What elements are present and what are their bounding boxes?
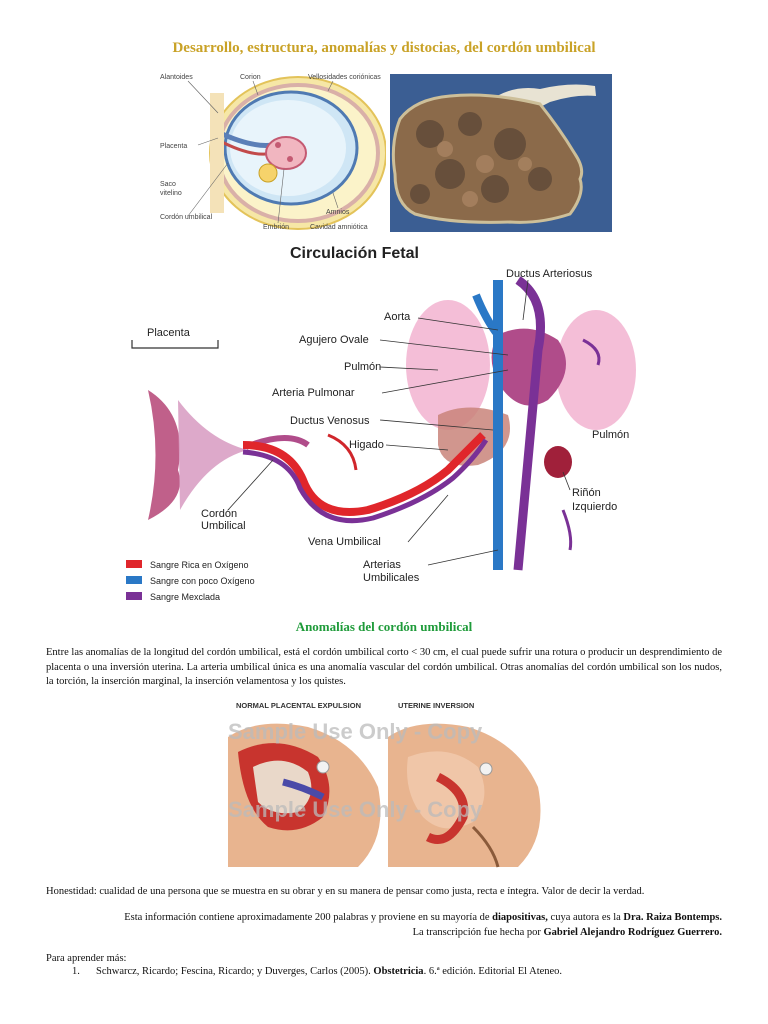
label-cordon-2: Umbilical — [201, 520, 246, 532]
label-embrion: Embrión — [263, 224, 289, 231]
info-line-2: La transcripción fue hecha por Gabriel A… — [46, 927, 722, 938]
label-cordon-umbilical-small: Cordón umbilical — [160, 214, 213, 221]
legend-label-poor: Sangre con poco Oxígeno — [150, 576, 255, 586]
label-saco: Saco — [160, 181, 176, 188]
legend-label-rich: Sangre Rica en Oxígeno — [150, 560, 249, 570]
label-aorta: Aorta — [384, 311, 411, 323]
honesty-definition: Honestidad: cualidad de una persona que … — [46, 886, 645, 897]
anomalies-paragraph: Entre las anomalías de la longitud del c… — [46, 647, 722, 687]
page-title: Desarrollo, estructura, anomalías y dist… — [172, 40, 596, 56]
info-line-1: Esta información contiene aproximadament… — [46, 912, 722, 923]
info2-text: La transcripción fue hecha por — [412, 927, 544, 938]
label-placenta: Placenta — [147, 327, 191, 339]
embryo-diagram: Alantoides Corion Vellosidades coriónica… — [158, 73, 387, 235]
label-higado: Higado — [349, 439, 384, 451]
inversion-right-title: UTERINE INVERSION — [398, 701, 474, 710]
uterine-inversion-figure: NORMAL PLACENTAL EXPULSION UTERINE INVER… — [228, 697, 548, 875]
label-arteria-pulmonar: Arteria Pulmonar — [272, 387, 355, 399]
watermark-1: Sample Use Only - Copy — [228, 719, 483, 744]
label-vena-umbilical: Vena Umbilical — [308, 536, 381, 548]
reference-title: Obstetricia — [373, 966, 424, 977]
legend-swatch-poor — [126, 576, 142, 584]
label-alantoides: Alantoides — [160, 74, 193, 81]
watermark-2: Sample Use Only - Copy — [228, 797, 483, 822]
label-arterias-1: Arterias — [363, 559, 401, 571]
label-pulmon-left: Pulmón — [344, 361, 381, 373]
info1-text-mid: cuya autora es la — [547, 912, 624, 923]
reference-number: 1. — [72, 966, 80, 977]
reference-item: 1. Schwarcz, Ricardo; Fescina, Ricardo; y… — [72, 966, 562, 977]
label-agujero-ovale: Agujero Ovale — [299, 334, 369, 346]
placenta-photo — [390, 74, 612, 232]
info2-bold-transcriber: Gabriel Alejandro Rodríguez Guerrero. — [543, 927, 722, 938]
legend-label-mixed: Sangre Mexclada — [150, 592, 220, 602]
label-cavidad: Cavidad amniótica — [310, 224, 368, 231]
label-pulmon-right: Pulmón — [592, 429, 629, 441]
label-placenta-small: Placenta — [160, 143, 187, 150]
fetal-circulation-diagram: Circulación Fetal Placenta Ductus Arteri… — [118, 240, 646, 612]
label-arterias-2: Umbilicales — [363, 572, 420, 584]
label-rinon-2: Izquierdo — [572, 501, 617, 513]
label-rinon-1: Riñón — [572, 487, 601, 499]
label-vitelino: vitelino — [160, 190, 182, 197]
inversion-left-title: NORMAL PLACENTAL EXPULSION — [236, 701, 361, 710]
reference-authors: Schwarcz, Ricardo; Fescina, Ricardo; y D… — [96, 966, 374, 977]
legend-swatch-rich — [126, 560, 142, 568]
info1-text: Esta información contiene aproximadament… — [124, 912, 493, 923]
learn-more-heading: Para aprender más: — [46, 953, 127, 964]
info1-bold-author: Dra. Raiza Bontemps. — [623, 912, 722, 923]
label-vellosidades: Vellosidades coriónicas — [308, 74, 381, 81]
section-heading: Anomalías del cordón umbilical — [295, 619, 473, 634]
label-ductus-arteriosus: Ductus Arteriosus — [506, 268, 593, 280]
label-cordon-1: Cordón — [201, 508, 237, 520]
info1-bold-source: diapositivas, — [492, 912, 548, 923]
label-corion: Corion — [240, 74, 261, 81]
reference-rest: . 6.ª edición. Editorial El Ateneo. — [423, 966, 563, 977]
label-ductus-venosus: Ductus Venosus — [290, 415, 370, 427]
label-amnios: Amnios — [326, 209, 350, 216]
circulation-title: Circulación Fetal — [290, 245, 419, 262]
legend-swatch-mixed — [126, 592, 142, 600]
